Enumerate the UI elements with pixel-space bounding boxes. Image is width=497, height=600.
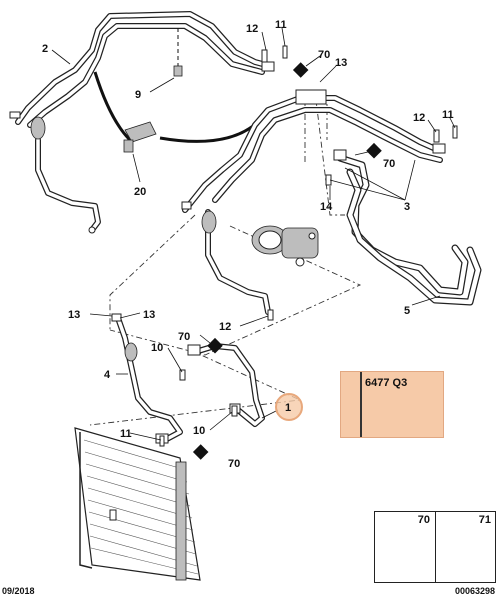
callout-2: 2 (42, 43, 48, 55)
callout-4: 4 (104, 369, 111, 381)
callout-10-upper: 10 (151, 342, 163, 354)
leader-lines (51, 27, 456, 441)
condenser (74, 427, 201, 581)
part-reference-box: 6477 Q3 (340, 371, 444, 438)
callout-11-right: 11 (442, 109, 454, 121)
footer-drawing-number: 00063298 (454, 586, 495, 596)
callout-70-top: 70 (318, 49, 330, 61)
nut-legend-table: 70 71 (374, 511, 496, 583)
callout-13-top: 13 (335, 57, 347, 69)
callout-labels: 2 12 11 70 13 9 20 12 11 70 3 14 5 13 13… (42, 19, 454, 470)
callout-12-right: 12 (413, 112, 425, 124)
pipe-3 (181, 89, 446, 315)
callout-5: 5 (404, 305, 410, 317)
pipe-5 (333, 149, 482, 306)
pipe-1 (187, 343, 265, 427)
nut-legend-number-71: 71 (478, 514, 491, 526)
callout-13-mid: 13 (143, 309, 155, 321)
pipe-4 (111, 313, 183, 444)
callout-12-top: 12 (246, 23, 258, 35)
nut-legend-cell-70: 70 (375, 512, 436, 582)
callout-11-bottom: 11 (120, 428, 132, 440)
sensor-lines (93, 28, 262, 153)
footer-date: 09/2018 (2, 586, 35, 596)
callout-3: 3 (404, 201, 410, 213)
callout-20: 20 (134, 186, 146, 198)
nut-legend-cell-71: 71 (436, 512, 496, 582)
callout-9: 9 (135, 89, 141, 101)
callout-70-right: 70 (383, 158, 395, 170)
reference-code: 6477 Q3 (365, 377, 408, 389)
reference-divider (360, 372, 362, 437)
callout-12-mid: 12 (219, 321, 231, 333)
callout-70-bottom: 70 (228, 458, 240, 470)
compressor (251, 225, 319, 267)
fittings (159, 45, 458, 447)
callout-10-lower: 10 (193, 425, 205, 437)
highlight-marker-1[interactable]: 1 (275, 393, 303, 421)
pipe-2 (9, 11, 275, 234)
nut-legend-number-70: 70 (417, 514, 430, 526)
callout-13-left: 13 (68, 309, 80, 321)
callout-11-top: 11 (275, 19, 287, 31)
nut-70-markers (192, 62, 382, 460)
callout-70-mid: 70 (178, 331, 190, 343)
callout-14: 14 (320, 201, 333, 213)
callout-1: 1 (285, 402, 291, 414)
